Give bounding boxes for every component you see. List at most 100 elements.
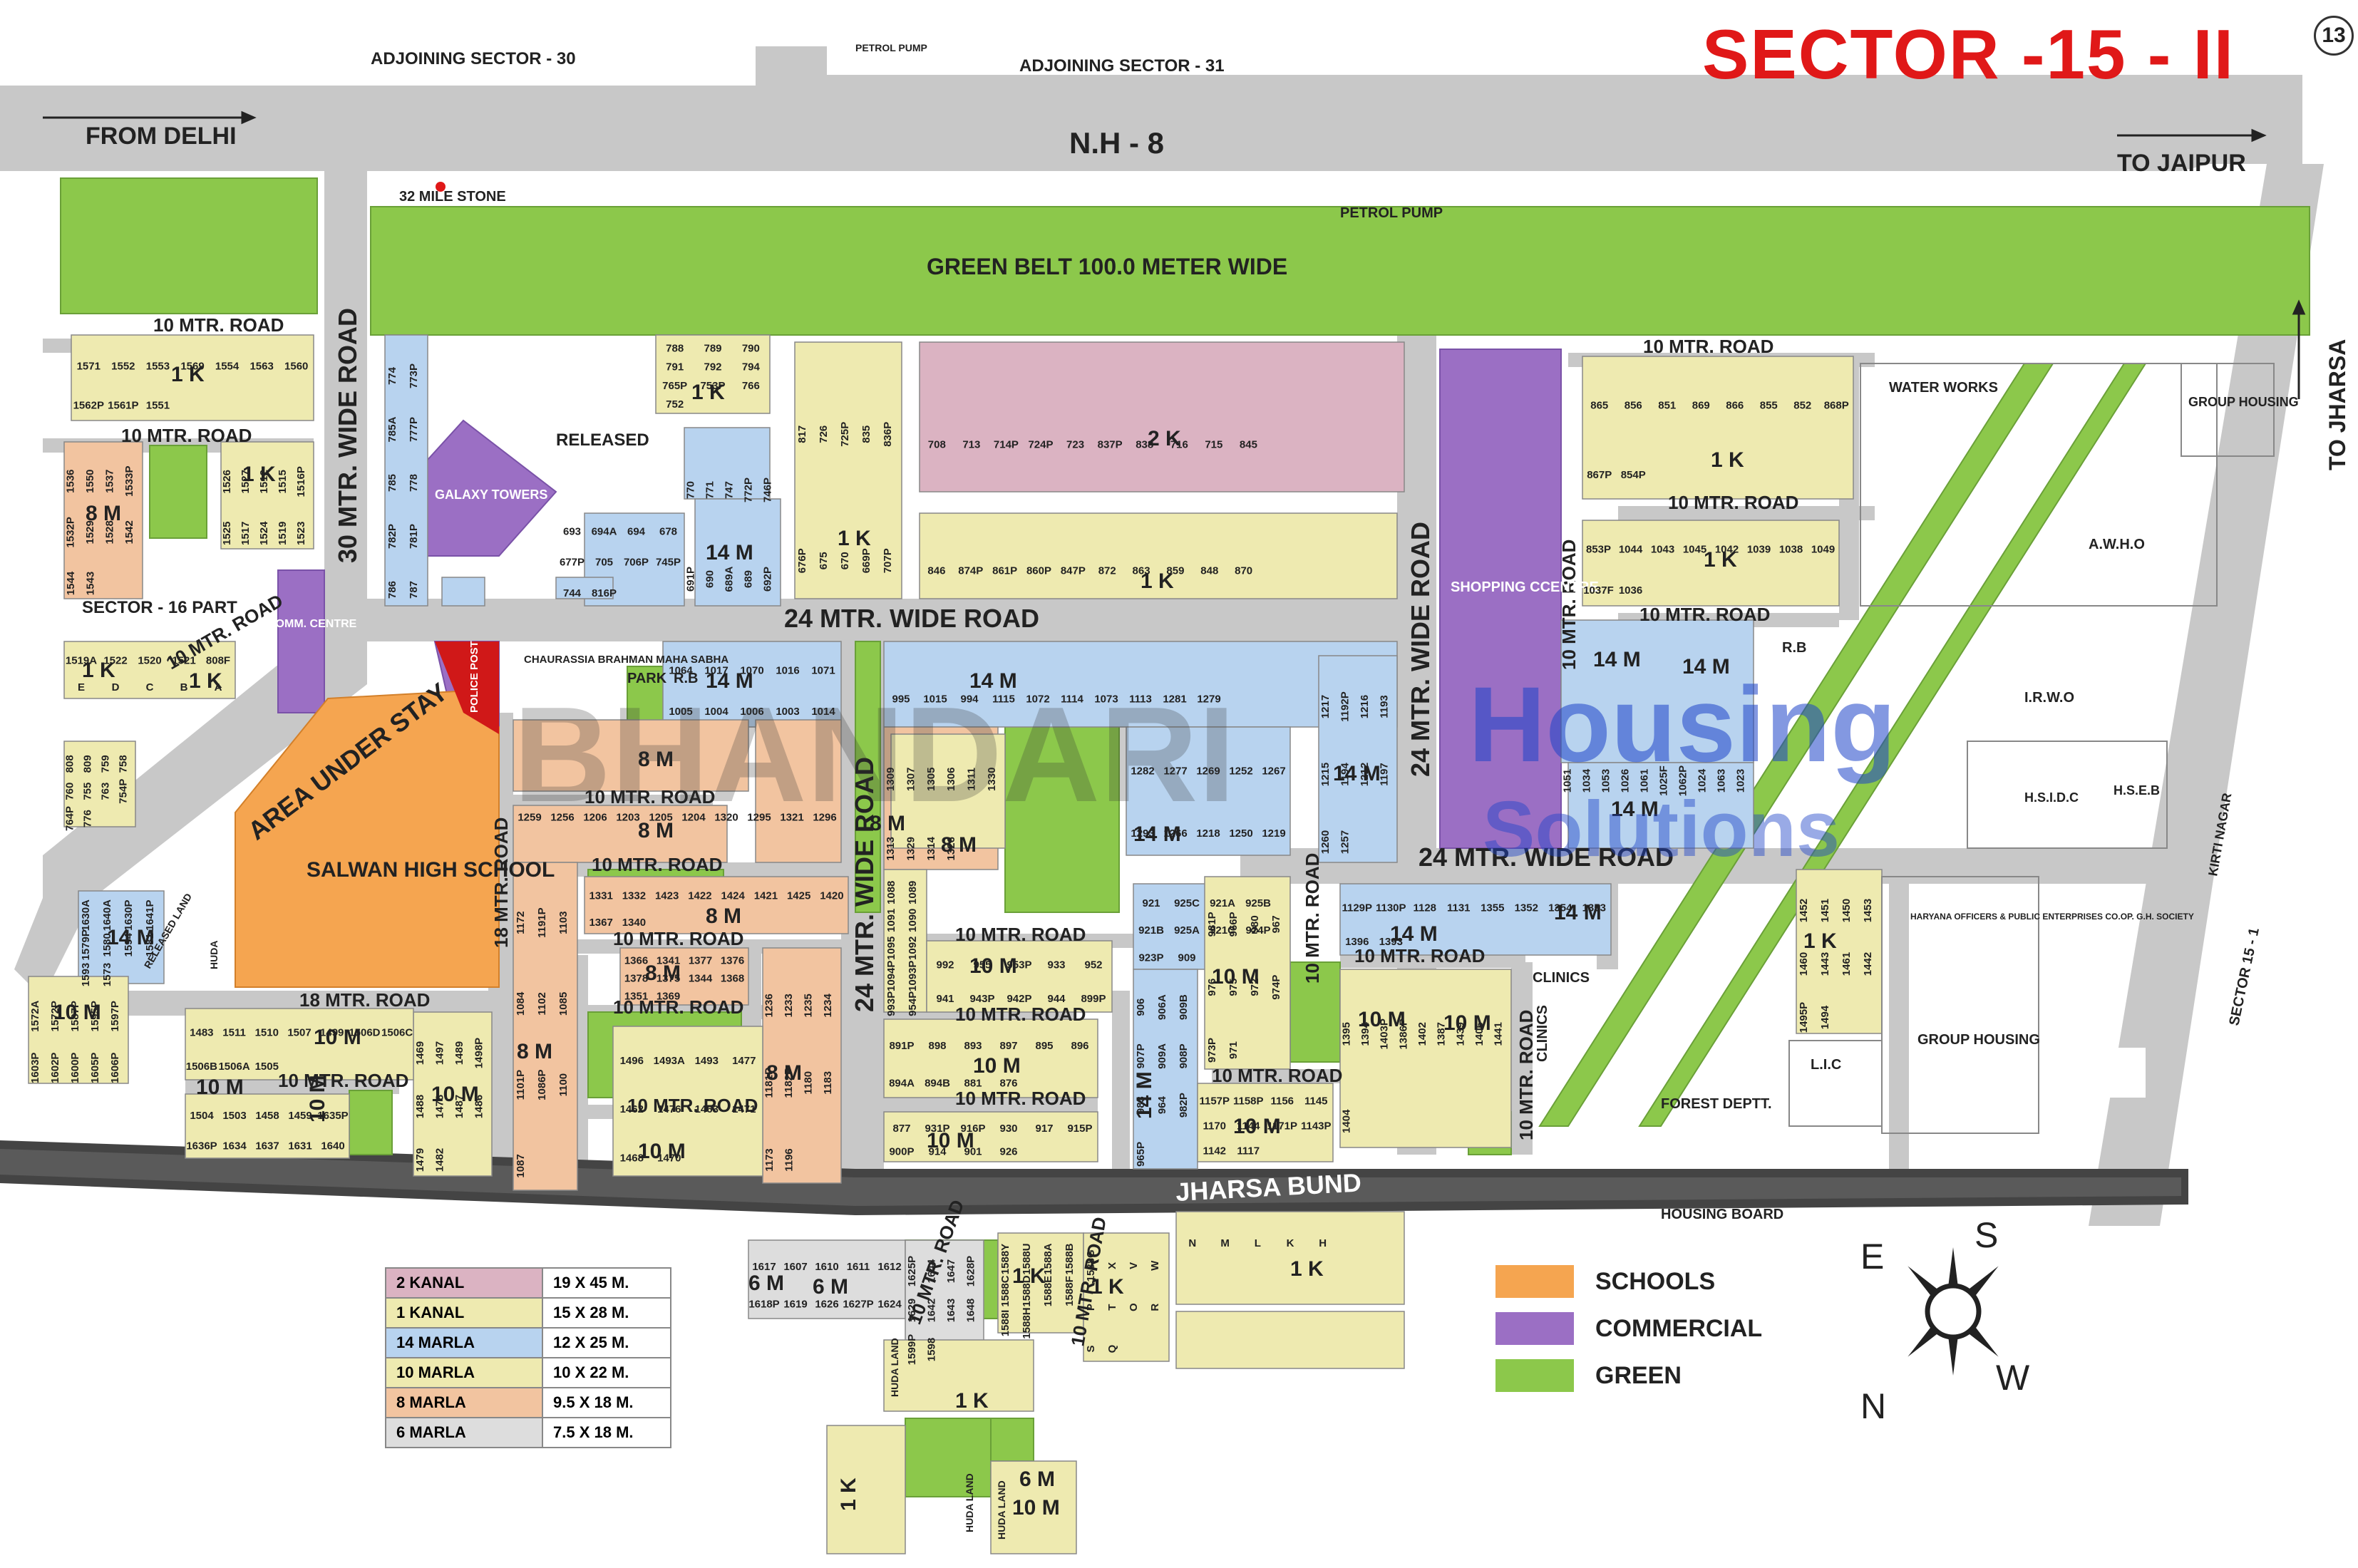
plot-number: 975 (1227, 979, 1240, 996)
plot-number: 753P (700, 380, 725, 392)
plot-number: 1234 (822, 993, 834, 1017)
rb-label-1: R.B (674, 671, 698, 686)
plot-number: 1036 (1619, 584, 1642, 597)
plot-number: 983 (1135, 1096, 1147, 1114)
petrol-pump-belt: PETROL PUMP (1340, 205, 1443, 221)
plot-number: 1203 (616, 812, 639, 824)
size-14m: 14 M (1133, 1071, 1156, 1119)
plot-number: 1537 (104, 469, 116, 492)
plot-number: 906 (1135, 999, 1147, 1016)
size-6m: 6 M (813, 1275, 848, 1299)
plot-number: 1588U (1021, 1243, 1033, 1274)
plot-number: 1182P (783, 1068, 795, 1098)
plot-number: 1443 (1819, 952, 1831, 976)
plot-number: 1439 (1454, 1022, 1466, 1046)
size-1k: 1 K (82, 659, 115, 682)
road-24m-vertical-mid: 24 MTR. WIDE ROAD (850, 757, 879, 1012)
plot-number: 744 (563, 587, 582, 599)
plot-number: 1524 (258, 521, 270, 545)
plot-number: 1579P (80, 929, 92, 960)
size-14m: 14 M (1611, 798, 1659, 821)
plot-number: 916P (960, 1123, 985, 1135)
plot-number: 1635P (317, 1110, 348, 1122)
plot-number: 771 (704, 481, 716, 499)
plot-number: 992 (936, 959, 954, 971)
road-10m-4: 10 MTR. ROAD (1668, 492, 1798, 513)
plot-number: 1461 (1840, 952, 1853, 976)
plot-number: 1375 (657, 973, 680, 985)
plot-number: 852 (1793, 399, 1811, 411)
plot-number: 1311 (966, 768, 978, 791)
road-18m-h: 18 MTR. ROAD (299, 989, 430, 1011)
size-10m: 10 M (927, 1129, 974, 1152)
plot-number: 1519 (277, 522, 289, 545)
color-legend-label: COMMERCIAL (1595, 1314, 1763, 1342)
plot-number: 1095 (885, 937, 897, 960)
plot-number: 1233 (783, 994, 795, 1017)
plot-number: 1252 (1229, 765, 1252, 777)
plot-number: 1580 (101, 933, 113, 956)
plot-number: 1086P (536, 1069, 548, 1100)
huda-land-label-1: HUDA LAND (889, 1338, 900, 1397)
nh8-label: N.H - 8 (1069, 126, 1164, 160)
size-14m: 14 M (969, 669, 1017, 693)
road-18m-v: 18 MTR. ROAD (490, 817, 512, 948)
size-2k: 2 K (1148, 427, 1181, 450)
plot-number: 1181P (763, 1068, 776, 1098)
plot-number: 995 (892, 693, 910, 706)
plot-number: 923P (1138, 952, 1163, 964)
road-30m: 30 MTR. WIDE ROAD (333, 308, 362, 563)
plot-number: 1277 (1163, 765, 1187, 777)
plot-number: 1026 (1620, 769, 1632, 793)
plot-number: 1282 (1131, 765, 1154, 777)
plot-number: 1062P (1677, 765, 1689, 796)
plot-number: 1170 (1203, 1120, 1226, 1133)
plot-number: 1497 (433, 1041, 446, 1065)
plot-number: 1605P (89, 1053, 101, 1083)
plot-number: 1102 (536, 992, 548, 1016)
size-10m: 10 M (1012, 1496, 1060, 1520)
size-8m: 8 M (517, 1040, 552, 1063)
plot-number: 1459 (288, 1110, 312, 1122)
group-housing-low-label: GROUP HOUSING (1917, 1032, 2040, 1048)
plot-number: 1493A (654, 1055, 685, 1067)
size-10m: 10 M (314, 1026, 361, 1049)
to-jharsa: TO JHARSA (2324, 339, 2350, 470)
plot-number: 894B (925, 1077, 950, 1089)
plot-number: 1483 (190, 1026, 213, 1038)
plot-number: K (1287, 1237, 1294, 1249)
plot-number: 926 (999, 1145, 1017, 1157)
plot-number: 1641P (144, 899, 156, 930)
plot-number: 845 (1240, 439, 1257, 451)
plot-number: 1072 (1026, 693, 1049, 706)
plot-number: 1260 (1319, 830, 1332, 854)
plot-number: 1476 (657, 1103, 681, 1115)
size-14m: 14 M (1554, 901, 1602, 924)
plot-number: 706P (624, 557, 649, 569)
plot-number: 1511 (222, 1026, 246, 1038)
plot-number: 870 (1235, 565, 1252, 577)
plot-number: 1588G (1085, 1249, 1097, 1281)
plot-number: 1355 (1481, 902, 1504, 914)
awho-label: A.W.H.O (2089, 537, 2145, 552)
plot-number: 713 (962, 439, 980, 451)
plot-number: 1588I (999, 1310, 1011, 1337)
size-14m: 14 M (1390, 922, 1438, 946)
sheet-number: 13 (2314, 16, 2354, 56)
plot-number: 1477 (732, 1055, 756, 1067)
plot-number: 1487 (453, 1095, 465, 1118)
plot-number: 1486 (473, 1095, 485, 1118)
plot-number: 981P (1206, 912, 1218, 937)
huda-land-label-3: HUDA LAND (996, 1480, 1007, 1539)
plot-number: 973P (1206, 1038, 1218, 1063)
color-swatch (1495, 1359, 1574, 1392)
plot-number: 670 (839, 552, 851, 569)
plot-number: B (180, 681, 188, 693)
group-housing-top-label: GROUP HOUSING (2188, 395, 2299, 409)
plot-number: 1366 (624, 955, 648, 967)
size-1k: 1 K (242, 463, 276, 486)
plot-number: 856 (1625, 399, 1642, 411)
